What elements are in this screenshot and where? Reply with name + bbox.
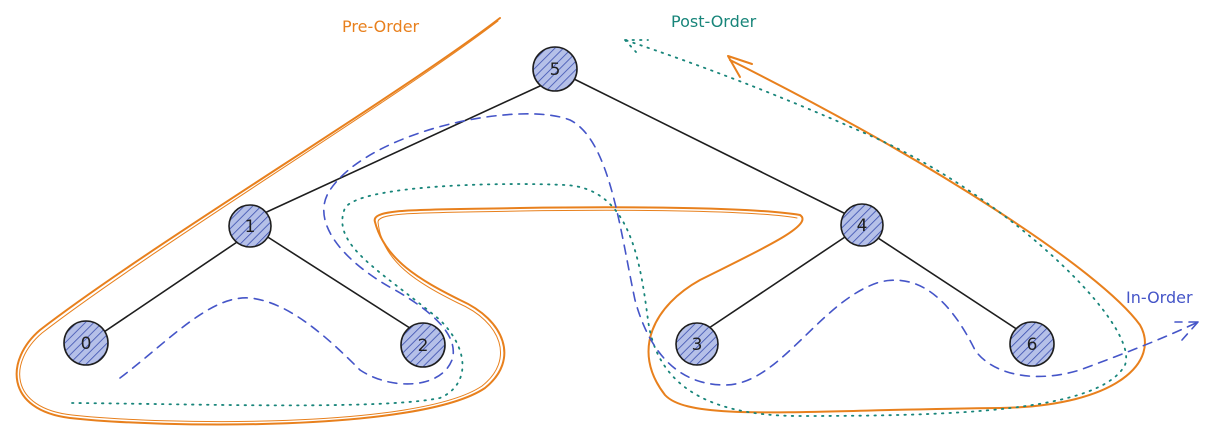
tree-node-4: 4 xyxy=(840,203,884,247)
edge-1-2 xyxy=(262,233,414,331)
node-label-6: 6 xyxy=(1027,335,1038,355)
node-label-4: 4 xyxy=(857,216,868,236)
tree-node-6: 6 xyxy=(1009,321,1055,367)
tree-node-0: 0 xyxy=(63,320,109,366)
in-order-label: In-Order xyxy=(1126,288,1193,307)
tree-nodes: 5 1 4 0 2 3 6 xyxy=(63,46,1055,368)
tree-node-5: 5 xyxy=(532,46,578,92)
tree-node-3: 3 xyxy=(675,322,719,366)
node-label-3: 3 xyxy=(692,335,703,355)
tree-edges xyxy=(97,76,1019,337)
tree-node-1: 1 xyxy=(228,204,272,248)
post-order-label: Post-Order xyxy=(671,12,757,31)
node-label-1: 1 xyxy=(245,217,256,237)
pre-order-path xyxy=(15,17,1146,426)
edge-4-6 xyxy=(874,235,1019,331)
node-label-5: 5 xyxy=(550,60,561,80)
tree-node-2: 2 xyxy=(400,322,446,368)
post-order-path xyxy=(71,39,1128,417)
node-label-0: 0 xyxy=(81,334,92,354)
in-order-path xyxy=(119,113,1199,386)
node-label-2: 2 xyxy=(418,336,429,356)
edge-5-1 xyxy=(257,79,554,217)
edge-4-3 xyxy=(705,236,846,331)
edge-5-4 xyxy=(569,76,859,221)
pre-order-label: Pre-Order xyxy=(342,17,420,36)
edge-1-0 xyxy=(97,235,247,337)
